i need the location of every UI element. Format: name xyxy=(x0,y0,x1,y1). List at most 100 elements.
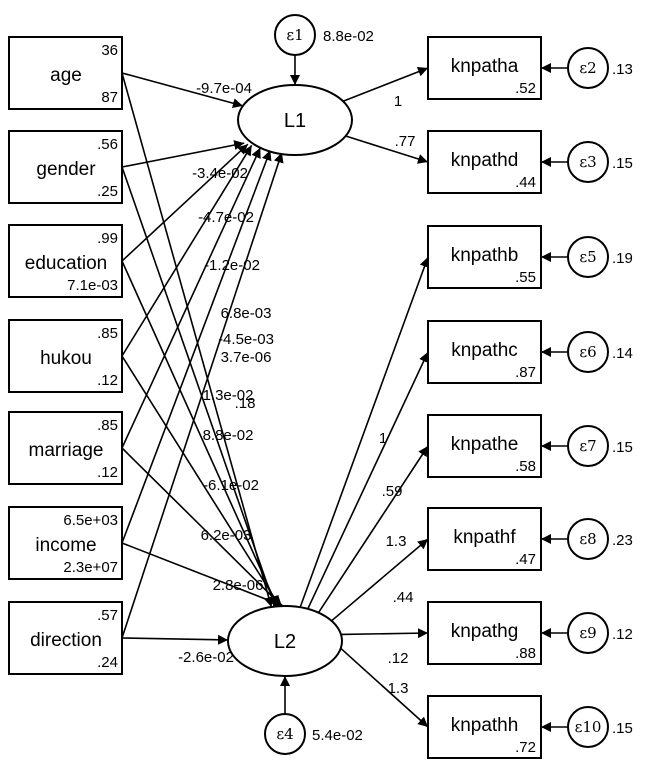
predictor-box xyxy=(8,319,123,393)
path-L1-to-knpathd xyxy=(345,135,429,164)
error-node-knpathd: ε3.15 xyxy=(567,141,633,183)
observed-node-knpathb: knpathb .55 xyxy=(427,225,542,289)
error-circle xyxy=(264,713,306,755)
path-L1-to-knpatha xyxy=(342,66,429,102)
path-gender-to-L1 xyxy=(121,140,245,168)
indicator-intercept: .47 xyxy=(515,551,536,568)
observed-node-knpatha: knpatha.52 xyxy=(427,36,542,100)
error-variance: .15 xyxy=(612,720,633,737)
predictor-box xyxy=(8,36,123,110)
indicator-label: knpathc xyxy=(451,340,518,361)
error-circle xyxy=(567,518,609,560)
path-hukou-to-L1 xyxy=(121,144,253,357)
observed-node-knpathd: knpathd .44 xyxy=(427,130,542,194)
indicator-intercept: .44 xyxy=(515,174,536,191)
observed-node-knpathg: knpathg.88 xyxy=(427,601,542,665)
error-variance: 8.8e-02 xyxy=(323,28,374,45)
path-hukou-to-L2 xyxy=(121,355,281,607)
predictor-variance: 87 xyxy=(101,89,118,106)
observed-node-age: 36 age 87 xyxy=(8,36,123,110)
observed-node-knpathc: knpathc.87 xyxy=(427,320,542,384)
error-circle xyxy=(274,14,316,56)
path-L2-to-knpathe xyxy=(317,445,429,614)
error-circle xyxy=(567,141,609,183)
predictor-variance: 2.3e+07 xyxy=(63,559,118,576)
error-symbol: ε9 xyxy=(579,624,596,642)
latent-label: L2 xyxy=(274,631,296,653)
error-circle xyxy=(567,331,609,373)
coef-income-L2: 2.8e-06 xyxy=(213,577,264,594)
error-symbol: ε5 xyxy=(579,248,596,266)
coef-education-L2: 8.8e-02 xyxy=(203,427,254,444)
loading-knpathb: 1 xyxy=(379,430,387,447)
indicator-box xyxy=(427,695,542,759)
predictor-box xyxy=(8,130,123,204)
error-node-knpathg: ε9.12 xyxy=(567,612,633,654)
indicator-label: knpathb xyxy=(451,245,519,266)
path-L2-to-knpathc xyxy=(307,351,429,610)
error-node-L1: ε1 8.8e-02 xyxy=(274,14,374,56)
indicator-label: knpathe xyxy=(451,434,519,455)
latent-node-L2: L2 xyxy=(227,605,343,677)
error-symbol: ε1 xyxy=(286,26,303,44)
paths-layer xyxy=(121,55,568,732)
predictor-box xyxy=(8,601,123,675)
predictor-box xyxy=(8,506,123,580)
path-education-to-L2 xyxy=(121,260,279,607)
error-symbol: ε7 xyxy=(579,437,596,455)
predictor-variance: .24 xyxy=(97,654,118,671)
indicator-label: knpatha xyxy=(451,56,519,77)
indicator-label: knpathd xyxy=(451,150,519,171)
indicator-box xyxy=(427,414,542,478)
observed-node-knpathh: knpathh.72 xyxy=(427,695,542,759)
coef-marriage-L2: 6.2e-03 xyxy=(201,527,252,544)
predictor-variance: 7.1e-03 xyxy=(67,277,118,294)
path-marriage-to-L2 xyxy=(121,447,283,607)
predictor-box xyxy=(8,224,123,298)
path-L2-to-knpathf xyxy=(331,538,429,622)
coef-age-L1: -9.7e-04 xyxy=(196,80,252,97)
error-variance: .19 xyxy=(612,250,633,267)
path-L2-to-knpathg xyxy=(340,628,429,639)
error-node-knpathh: ε10.15 xyxy=(567,706,633,748)
predictor-label: marriage xyxy=(29,440,104,461)
indicator-box xyxy=(427,36,542,100)
indicator-intercept: .55 xyxy=(515,269,536,286)
path-gender-to-L2 xyxy=(121,166,277,607)
loading-knpathe: 1.3 xyxy=(386,533,407,550)
error-symbol: ε8 xyxy=(579,530,596,548)
predictor-mean: .99 xyxy=(97,230,118,247)
error-circle xyxy=(567,47,609,89)
indicator-box xyxy=(427,130,542,194)
loading-knpathf: .44 xyxy=(393,589,414,606)
error-circle xyxy=(567,706,609,748)
observed-node-marriage: .85 marriage .12 xyxy=(8,411,123,485)
coef-gender-L1: -3.4e-02 xyxy=(192,165,248,182)
predictor-label: age xyxy=(50,65,82,86)
error-circle xyxy=(567,425,609,467)
indicator-box xyxy=(427,601,542,665)
error-symbol: ε6 xyxy=(579,343,596,361)
error-node-knpathc: ε6.14 xyxy=(567,331,633,373)
predictor-mean: 6.5e+03 xyxy=(63,512,118,529)
indicator-intercept: .72 xyxy=(515,739,536,756)
indicator-label: knpathf xyxy=(453,527,516,548)
latent-node-L1: L1 xyxy=(237,84,353,156)
error-variance: .23 xyxy=(612,532,633,549)
observed-node-knpathf: knpathf .47 xyxy=(427,507,542,571)
predictor-variance: .12 xyxy=(97,464,118,481)
error-symbol: ε2 xyxy=(579,59,596,77)
coef-direction-L2: -2.6e-02 xyxy=(178,649,234,666)
error-symbol: ε4 xyxy=(276,725,293,743)
coef-gender-L2: 1.3e-02 xyxy=(203,387,254,404)
predictor-mean: .85 xyxy=(97,417,118,434)
error-circle xyxy=(567,236,609,278)
predictor-box xyxy=(8,411,123,485)
predictor-label: education xyxy=(25,253,107,274)
predictor-variance: .12 xyxy=(97,372,118,389)
indicator-box xyxy=(427,225,542,289)
predictor-mean: 36 xyxy=(101,42,118,59)
